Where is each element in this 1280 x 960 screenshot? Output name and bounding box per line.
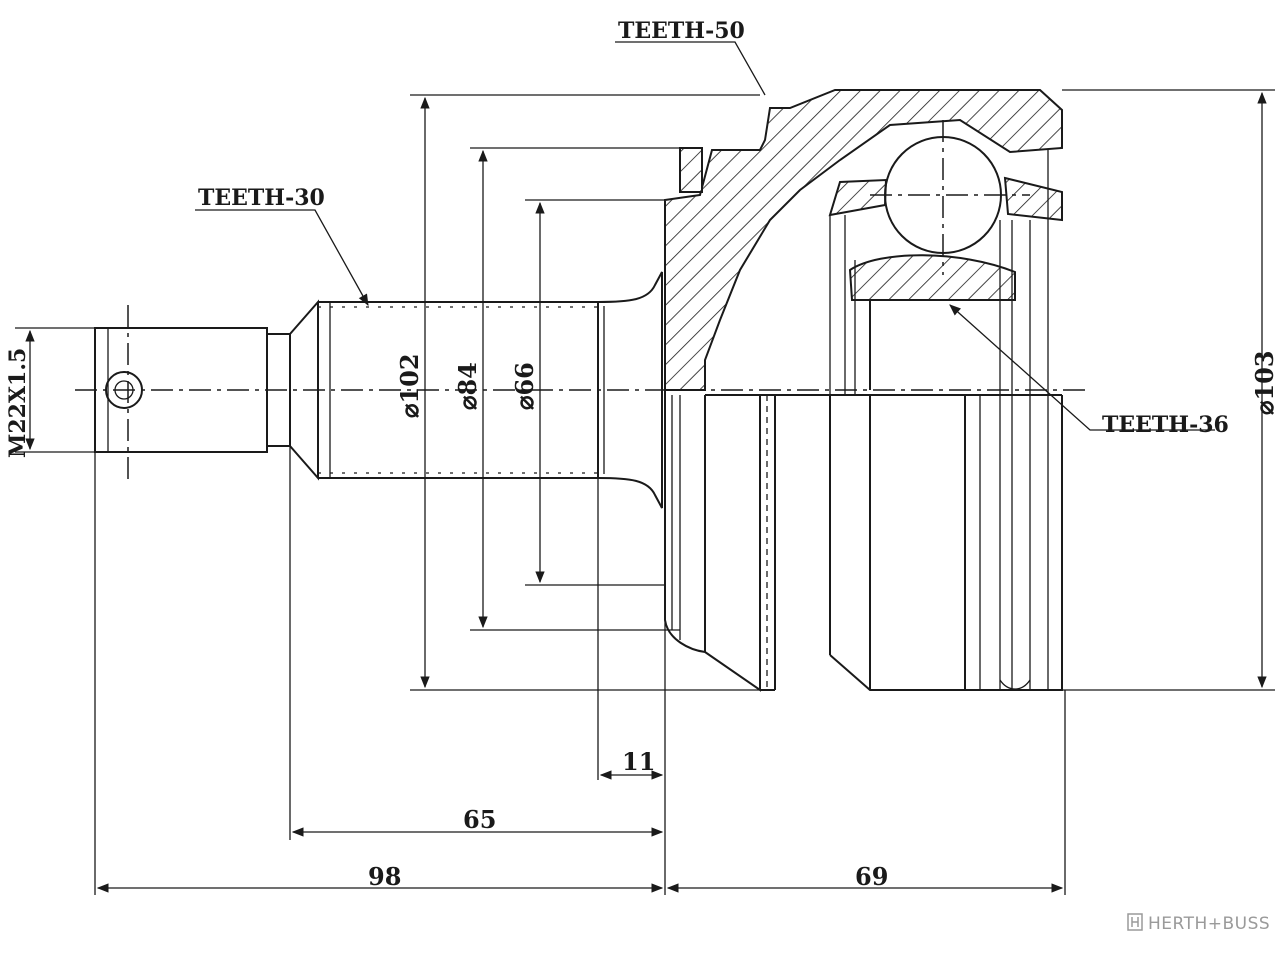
dimension-lines [25, 91, 1267, 893]
thread-label: M22X1.5 [5, 348, 31, 458]
length-98-label: 98 [368, 862, 401, 891]
teeth-inner-label: TEETH-36 [1102, 412, 1229, 438]
diameter-66-label: ⌀66 [510, 362, 539, 410]
brand-name: HERTH+BUSS [1148, 914, 1270, 934]
length-69-label: 69 [855, 862, 888, 891]
hb-logo-icon [1127, 913, 1143, 931]
diameter-103-label: ⌀103 [1250, 350, 1279, 415]
length-65-label: 65 [463, 805, 496, 834]
length-11-label: 11 [622, 747, 655, 776]
brand-mark: HERTH+BUSS [1127, 913, 1270, 934]
diameter-102-label: ⌀102 [395, 353, 424, 418]
outer-race-section [664, 89, 1063, 391]
teeth-outer-label: TEETH-50 [618, 18, 745, 44]
diameter-84-label: ⌀84 [453, 362, 482, 410]
teeth-shaft-label: TEETH-30 [198, 185, 325, 211]
threaded-stub [94, 305, 291, 480]
leader-lines [195, 41, 1215, 431]
extension-lines [15, 89, 1275, 895]
